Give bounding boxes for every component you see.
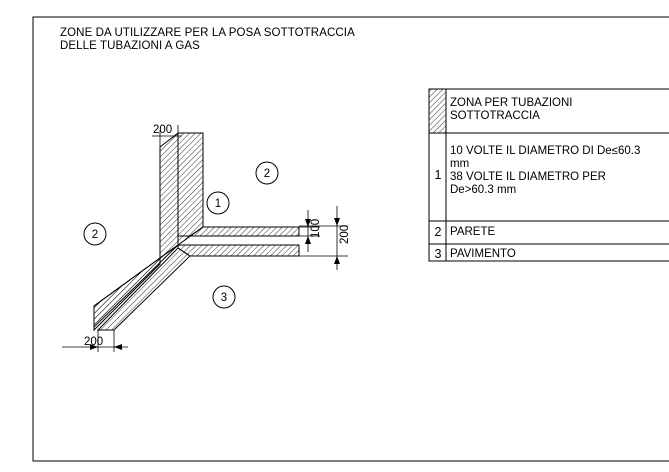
legend-row-2-text: PARETE [450,226,496,238]
title-line-2: DELLE TUBAZIONI A GAS [60,40,200,52]
callout-2-left-circle [83,222,107,246]
zone-diagonal-lower [96,247,191,331]
dim-top-200: 200 [153,124,172,136]
callout-3-text: 3 [221,292,227,304]
legend-header-line-2: SOTTOTRACCIA [450,110,540,122]
zone-vertical-wall [159,131,179,259]
legend-row-1-line-1: 10 VOLTE IL DIAMETRO DI De≤60.3 [450,145,641,157]
legend-row-3-text: PAVIMENTO [450,248,516,260]
dim-bottom-200: 200 [84,336,103,348]
zone-horizontal-lower [177,244,300,257]
legend-row-3-index: 3 [434,247,442,261]
callouts: 1 2 2 3 [83,161,279,309]
zone-horizontal-upper [188,226,300,237]
legend-row-1-line-2: mm [450,158,470,170]
callout-2-right-text: 2 [264,168,270,180]
legend-table [428,88,669,262]
legend-row-1-line-3: 38 VOLTE IL DIAMETRO PER [450,171,606,183]
callout-3-circle [212,285,236,309]
legend-row-2-index: 2 [434,225,442,239]
zone-vertical-wall-inner [177,132,204,246]
legend-row-1-index: 1 [434,168,442,182]
dim-horizontal-100: 100 [310,219,322,238]
zone-diagonal-fill [93,257,161,332]
legend-hatch-sample [428,88,447,134]
callout-1-circle [206,191,230,215]
callout-2-left-text: 2 [92,229,98,241]
dim-horizontal-200: 200 [339,225,351,244]
legend-header-line-1: ZONA PER TUBAZIONI [450,97,573,109]
title-line-1: ZONE DA UTILIZZARE PER LA POSA SOTTOTRAC… [60,27,355,39]
sheet-border [32,16,669,462]
corner-edges [177,133,299,246]
callout-1-text: 1 [215,198,221,210]
legend-row-1-line-4: De>60.3 mm [450,184,517,196]
callout-2-right-circle [255,161,279,185]
arrowheads [90,218,340,350]
